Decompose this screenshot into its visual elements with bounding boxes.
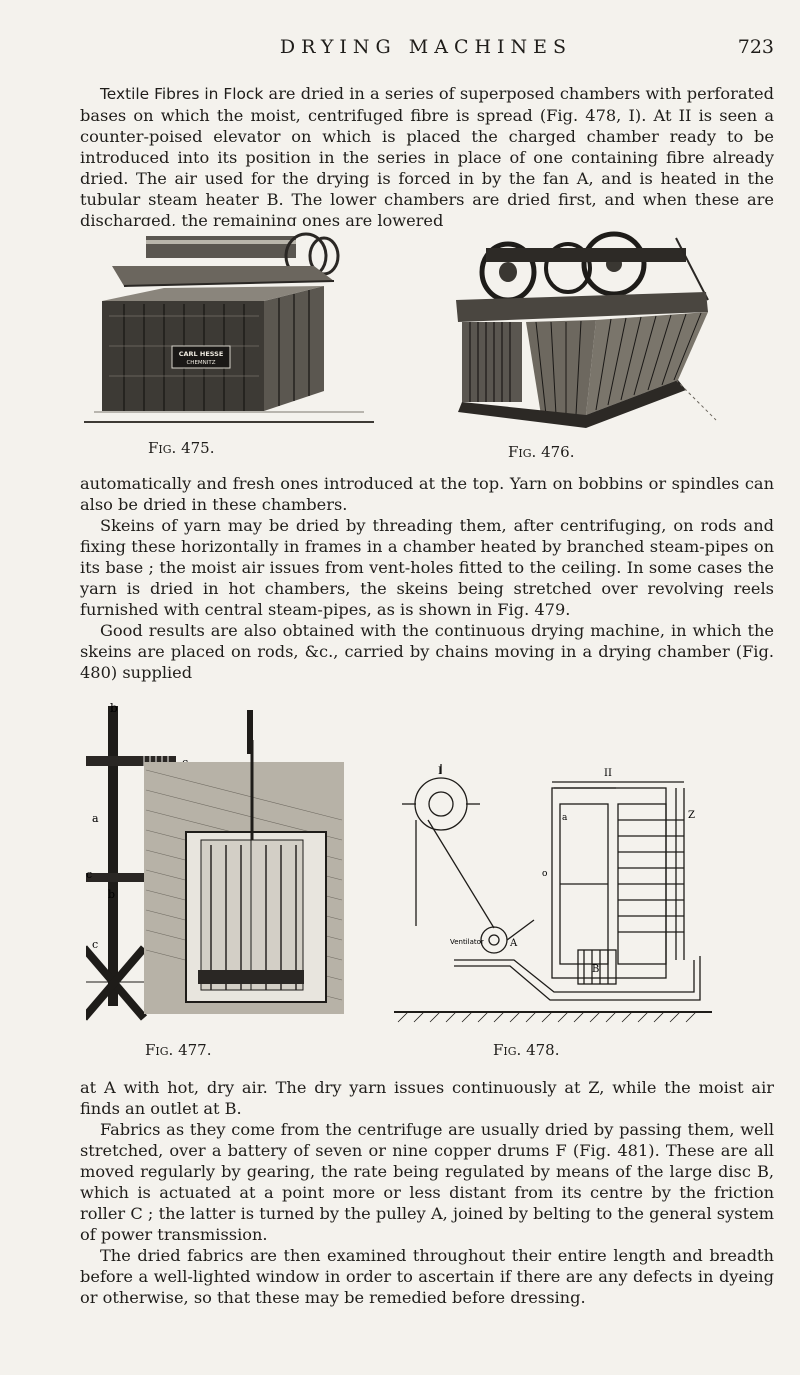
label-ventilator: Ventilator	[450, 938, 484, 946]
label-II: II	[604, 768, 612, 779]
label-Z: Z	[688, 810, 695, 821]
paragraph-text: are dried in a series of superposed cham…	[80, 84, 775, 230]
label-c-mid: c	[86, 868, 92, 881]
paragraph-skeins: Skeins of yarn may be dried by threading…	[80, 516, 774, 619]
figure-476-caption: Fig. 476.	[508, 443, 575, 461]
paragraph-textile-fibres: Textile Fibres in Flock are dried in a s…	[80, 83, 774, 231]
text-block-top: Textile Fibres in Flock are dried in a s…	[80, 83, 774, 231]
label-B: B	[592, 964, 599, 975]
label-A: A	[509, 938, 518, 949]
label-a: a	[92, 812, 99, 825]
figure-475-illustration: CARL HESSE CHEMNITZ	[84, 226, 374, 431]
running-title: DRYING MACHINES	[279, 36, 573, 58]
section-lead: Textile Fibres in Flock	[100, 85, 264, 103]
paragraph-continuous: Good results are also obtained with the …	[80, 621, 774, 682]
figure-478-illustration: I II Ventilator A B a o Z	[394, 760, 712, 1028]
label-o: o	[542, 869, 547, 879]
figure-475-caption: Fig. 475.	[148, 439, 215, 457]
text-block-bottom: at A with hot, dry air. The dry yarn iss…	[80, 1077, 774, 1308]
figure-478-caption: Fig. 478.	[493, 1041, 560, 1059]
text-block-middle: automatically and fresh ones introduced …	[80, 473, 774, 683]
label-b-top: b	[110, 701, 118, 715]
svg-text:CHEMNITZ: CHEMNITZ	[186, 360, 215, 366]
label-c-low: c	[92, 938, 98, 951]
paragraph-fabrics: Fabrics as they come from the centrifuge…	[80, 1120, 774, 1244]
label-I: I	[438, 766, 442, 777]
paragraph-examination: The dried fabrics are then examined thro…	[80, 1246, 774, 1307]
figure-476-illustration	[446, 230, 720, 435]
paragraph-dry-air: at A with hot, dry air. The dry yarn iss…	[80, 1078, 774, 1118]
paragraph-automatic: automatically and fresh ones introduced …	[80, 474, 774, 514]
nameplate-text: CARL HESSE	[179, 350, 224, 358]
figure-477-illustration: b c a c b c	[86, 700, 356, 1030]
figure-477-caption: Fig. 477.	[145, 1041, 212, 1059]
label-b-mid: b	[108, 888, 115, 901]
running-head: DRYING MACHINES 723	[78, 36, 774, 66]
label-a: a	[562, 813, 568, 823]
page-number: 723	[737, 36, 774, 58]
